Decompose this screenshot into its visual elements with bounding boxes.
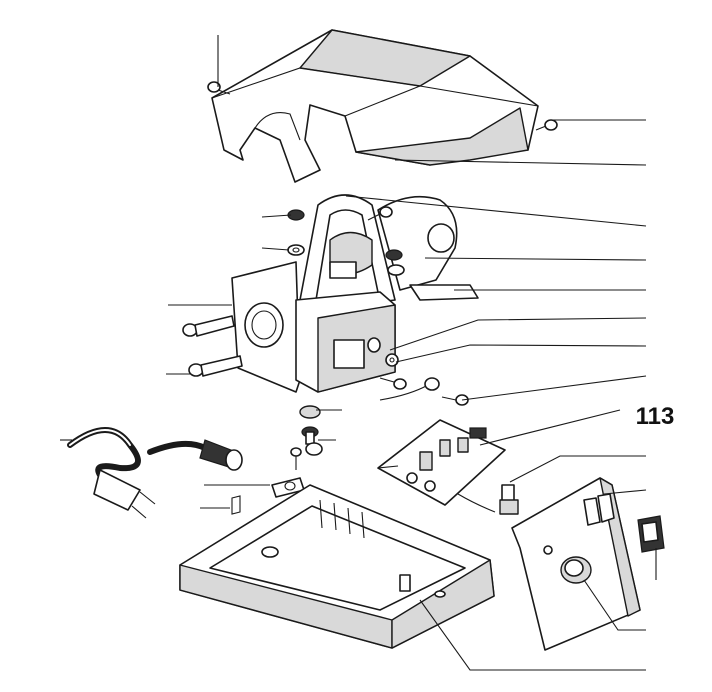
- control-knob: [560, 556, 592, 584]
- screw-small: [290, 447, 302, 470]
- power-cord: [67, 427, 208, 478]
- screw-top-right: [535, 119, 558, 131]
- washer-1: [287, 244, 305, 256]
- star-washer: [385, 353, 399, 367]
- circuit-board: [377, 419, 506, 513]
- callout-113-label: 113: [636, 403, 675, 430]
- electronics-housing: [295, 291, 396, 393]
- screw-top-left: [207, 81, 231, 95]
- strain-relief: [199, 439, 243, 471]
- screw-housing: [379, 377, 407, 390]
- mounting-plate: [231, 261, 301, 393]
- washer-stack: [299, 405, 323, 456]
- leader-lines: [60, 35, 657, 671]
- internal-cable: [379, 377, 440, 401]
- screw-mid: [367, 206, 393, 221]
- rocker-switch: [637, 515, 665, 553]
- mains-plug: [93, 469, 156, 519]
- base-housing: [179, 484, 495, 649]
- terminal-clip: [231, 495, 241, 515]
- bolt-1: [182, 315, 235, 337]
- washer-2: [387, 264, 405, 276]
- nut-2: [385, 249, 403, 261]
- bolt-2: [188, 355, 243, 377]
- top-cover: [211, 29, 539, 183]
- potentiometer: [499, 484, 519, 515]
